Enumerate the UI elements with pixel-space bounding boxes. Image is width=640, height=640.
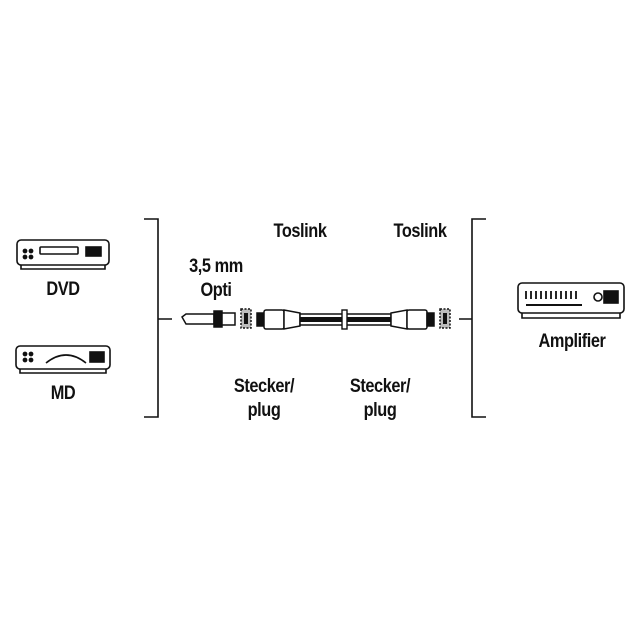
opti-type-line2: Opti <box>200 280 232 301</box>
plug-label-left-line1: Stecker/ <box>233 376 295 397</box>
amplifier-icon <box>517 282 625 319</box>
toslink-plug-left <box>256 309 301 330</box>
amplifier-label: Amplifier <box>538 331 606 352</box>
optical-cable <box>299 309 392 330</box>
right-device-bracket <box>459 218 486 418</box>
optical-3-5mm-plug <box>181 308 252 329</box>
toslink-plug-right <box>390 308 451 330</box>
minidisc-player-icon <box>15 345 111 374</box>
dvd-label: DVD <box>46 279 80 300</box>
md-label: MD <box>50 383 76 404</box>
left-device-bracket <box>144 218 172 418</box>
toslink-left-label: Toslink <box>273 221 327 242</box>
plug-label-middle-line1: Stecker/ <box>349 376 411 397</box>
plug-label-middle-line2: plug <box>363 400 397 421</box>
toslink-right-label: Toslink <box>393 221 447 242</box>
dvd-player-icon <box>16 239 110 270</box>
opti-type-line1: 3,5 mm <box>189 256 243 277</box>
plug-label-left-line2: plug <box>247 400 281 421</box>
